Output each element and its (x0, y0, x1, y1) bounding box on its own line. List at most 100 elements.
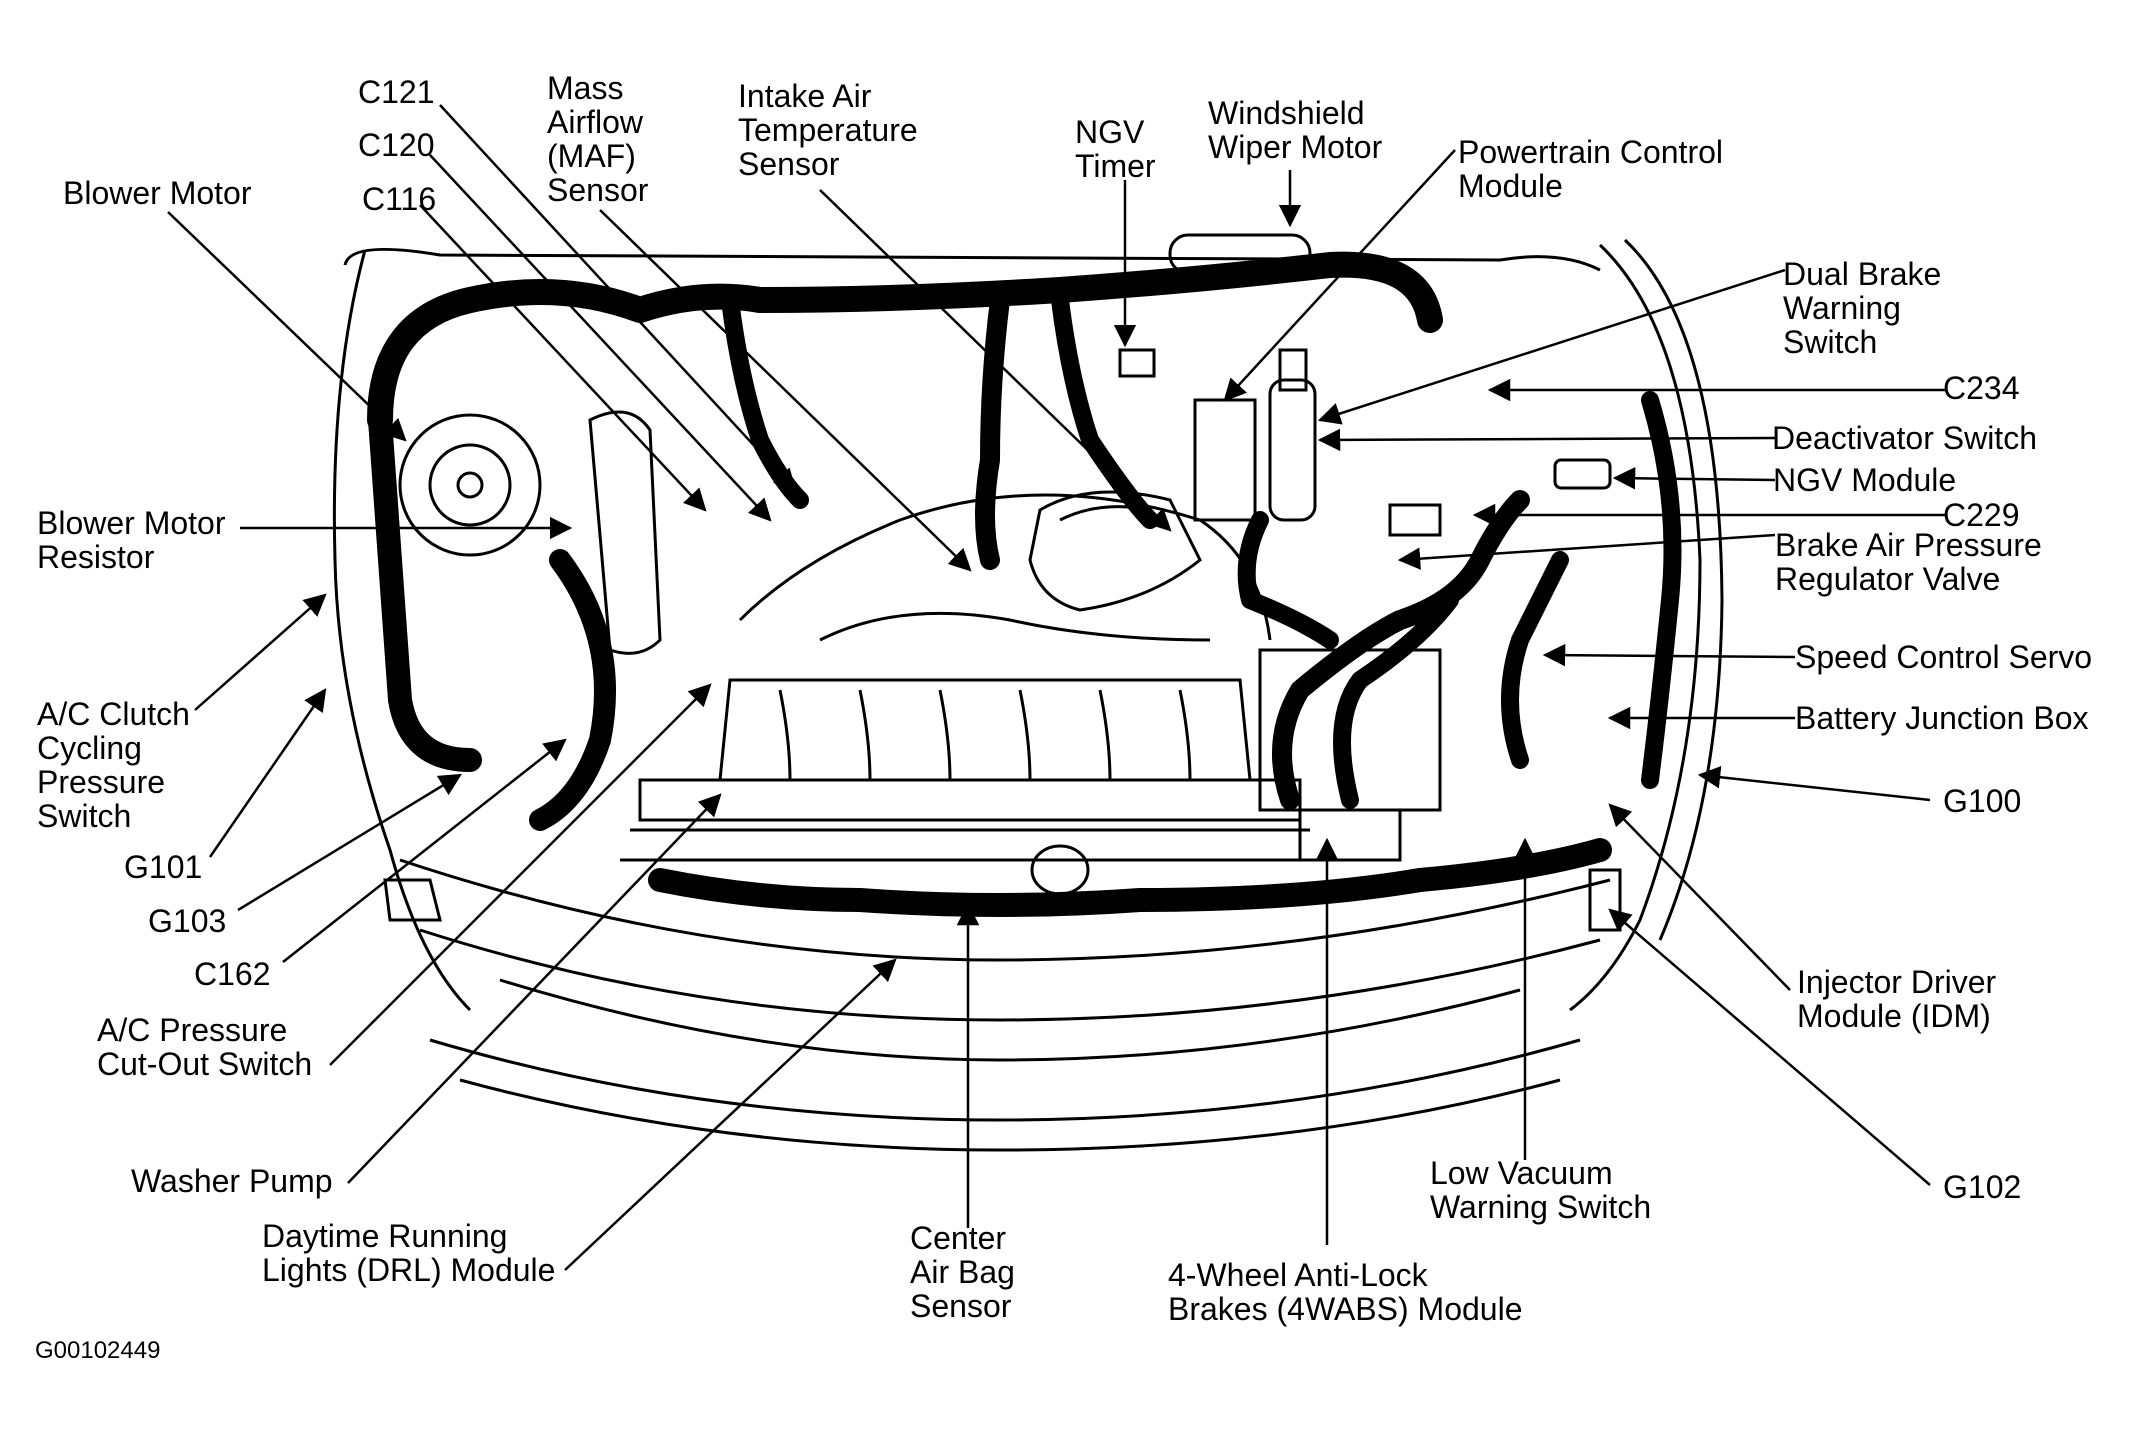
leader-c120 (429, 154, 772, 522)
label-line: Battery Junction Box (1795, 700, 2089, 736)
label-line: C229 (1943, 497, 2020, 533)
label-c162: C162 (194, 957, 271, 991)
label-line: Warning Switch (1430, 1189, 1652, 1225)
label-line: Temperature (738, 112, 918, 148)
label-line: Brakes (4WABS) Module (1168, 1291, 1523, 1327)
label-washer-pump: Washer Pump (131, 1164, 333, 1198)
label-line: Warning (1783, 290, 1901, 326)
label-line: Pressure (37, 764, 166, 800)
leader-g100 (1697, 766, 1931, 802)
leader-ac-clutch-switch (194, 593, 327, 711)
label-line: C121 (358, 74, 435, 110)
label-line: G102 (1943, 1169, 2022, 1205)
label-c116: C116 (362, 182, 436, 216)
label-g102: G102 (1943, 1170, 2021, 1204)
label-line: Sensor (547, 172, 649, 208)
leader-g101 (208, 688, 327, 858)
leader-g103 (237, 773, 462, 912)
leader-brake-air-valve (1397, 533, 1776, 570)
label-line: Module (1458, 168, 1563, 204)
label-line: Mass (547, 70, 624, 106)
label-line: Dual Brake (1783, 256, 1942, 292)
leader-washer-pump (347, 793, 722, 1184)
leader-g102 (1608, 908, 1931, 1186)
label-line: NGV Module (1773, 462, 1957, 498)
label-line: Daytime Running (262, 1218, 508, 1254)
label-line: G101 (124, 849, 203, 885)
label-line: Air Bag (910, 1254, 1015, 1290)
label-line: C120 (358, 127, 435, 163)
label-line: Low Vacuum (1430, 1155, 1613, 1191)
label-line: Switch (37, 798, 132, 834)
label-line: Speed Control Servo (1795, 639, 2093, 675)
label-line: Brake Air Pressure (1775, 527, 2042, 563)
leader-ngv-module (1612, 467, 1776, 490)
label-line: Regulator Valve (1775, 561, 2001, 597)
label-line: C116 (362, 181, 437, 217)
label-line: Timer (1075, 148, 1156, 184)
label-line: Module (IDM) (1797, 998, 1991, 1034)
label-blower-motor: Blower Motor (63, 176, 252, 210)
leader-deactivator-switch (1317, 428, 1776, 452)
wiring-harness (367, 251, 1682, 917)
label-g103: G103 (148, 904, 226, 938)
label-line: Washer Pump (131, 1163, 333, 1199)
leader-c121 (439, 104, 797, 492)
vehicle-body-outline (332, 233, 1724, 1152)
label-line: C234 (1943, 370, 2020, 406)
leader-blower-motor (167, 211, 407, 442)
label-line: C162 (194, 956, 271, 992)
label-line: Sensor (910, 1288, 1012, 1324)
label-deactivator-switch: Deactivator Switch (1772, 421, 2037, 455)
label-ngv-module: NGV Module (1773, 463, 1956, 497)
label-line: Injector Driver (1797, 964, 1997, 1000)
label-line: A/C Clutch (37, 696, 190, 732)
label-g101: G101 (124, 850, 202, 884)
leader-idm (1608, 803, 1791, 991)
label-line: Wiper Motor (1208, 129, 1383, 165)
label-line: Intake Air (738, 78, 872, 114)
leader-ac-cutout-switch (329, 683, 712, 1066)
leader-speed-control-servo (1542, 643, 1796, 667)
leader-dual-brake-switch (1317, 268, 1786, 425)
label-line: G103 (148, 903, 227, 939)
leader-drl-module (564, 958, 897, 1271)
label-line: G100 (1943, 783, 2022, 819)
label-line: Blower Motor (63, 175, 252, 211)
figure-id: G00102449 (35, 1337, 161, 1364)
label-line: Lights (DRL) Module (262, 1252, 556, 1288)
label-line: Resistor (37, 539, 155, 575)
label-line: Windshield (1208, 95, 1365, 131)
label-c120: C120 (358, 128, 435, 162)
label-c234: C234 (1943, 371, 2020, 405)
leader-pcm (1223, 149, 1456, 402)
label-line: Deactivator Switch (1772, 420, 2037, 456)
label-speed-control-servo: Speed Control Servo (1795, 640, 2092, 674)
label-line: A/C Pressure (97, 1012, 288, 1048)
label-g100: G100 (1943, 784, 2021, 818)
label-line: Sensor (738, 146, 840, 182)
leader-iat-sensor (819, 189, 1172, 532)
leader-maf-sensor (599, 209, 972, 572)
label-line: Blower Motor (37, 505, 226, 541)
label-line: Airflow (547, 104, 644, 140)
label-line: Center (910, 1220, 1007, 1256)
label-c229: C229 (1943, 498, 2020, 532)
leader-c162 (282, 738, 567, 963)
